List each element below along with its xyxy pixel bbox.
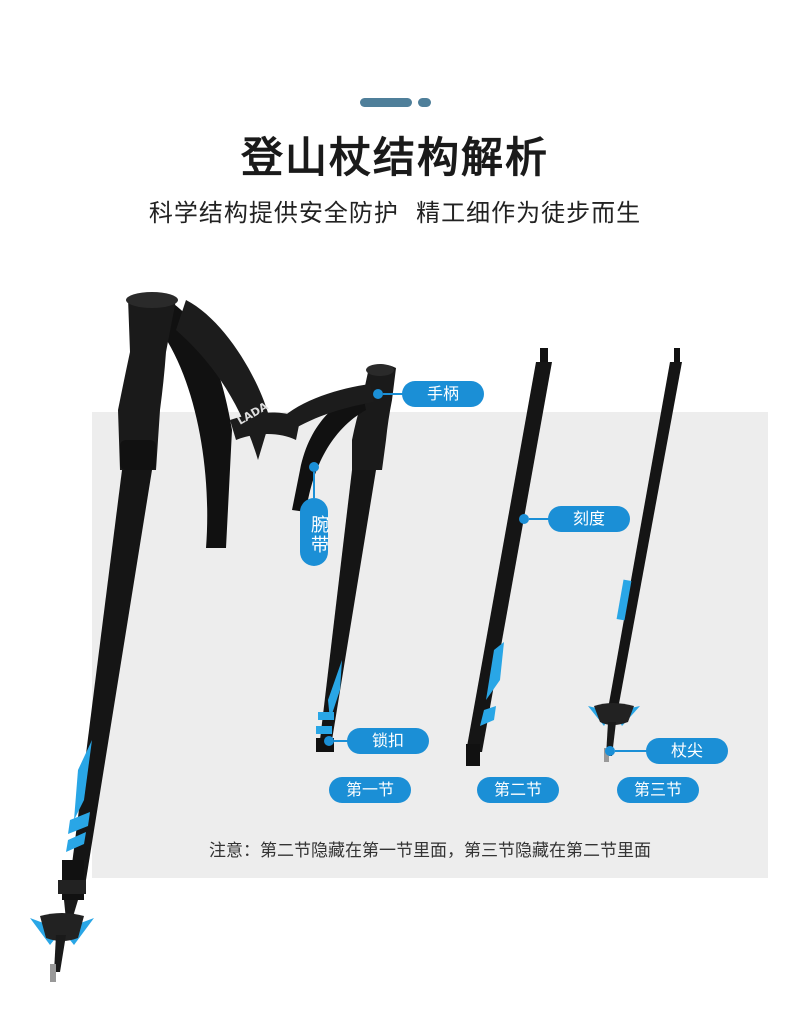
- title-decoration-long: [360, 98, 412, 107]
- scale-label: 刻度: [548, 506, 630, 532]
- tip-marker-line: [615, 750, 647, 752]
- wrist-strap-marker-dot: [309, 462, 319, 472]
- lock-label: 锁扣: [347, 728, 429, 754]
- section-two-label: 第二节: [477, 777, 559, 803]
- section-one-label: 第一节: [329, 777, 411, 803]
- page-subtitle: 科学结构提供安全防护 精工细作为徒步而生: [148, 199, 642, 227]
- title-decoration-short: [418, 98, 431, 107]
- lock-marker-line: [334, 740, 348, 742]
- section-three-label: 第三节: [617, 777, 699, 803]
- wrist-strap-label: 腕带: [300, 498, 329, 566]
- assembly-note: 注意：第二节隐藏在第一节里面，第三节隐藏在第二节里面: [209, 841, 651, 861]
- section-two-image: [466, 348, 552, 766]
- handle-marker-line: [383, 393, 403, 395]
- section-three-image: [588, 348, 682, 762]
- page-title: 登山杖结构解析: [240, 133, 549, 182]
- section-one-image: [280, 364, 396, 752]
- scale-marker-line: [529, 518, 549, 520]
- handle-marker-dot: [373, 389, 383, 399]
- assembled-pole-image: LADA: [30, 292, 300, 982]
- handle-label: 手柄: [402, 381, 484, 407]
- wrist-strap-marker-line: [313, 472, 315, 498]
- scale-marker-dot: [519, 514, 529, 524]
- lock-marker-dot: [324, 736, 334, 746]
- tip-label: 杖尖: [646, 738, 728, 764]
- tip-marker-dot: [605, 746, 615, 756]
